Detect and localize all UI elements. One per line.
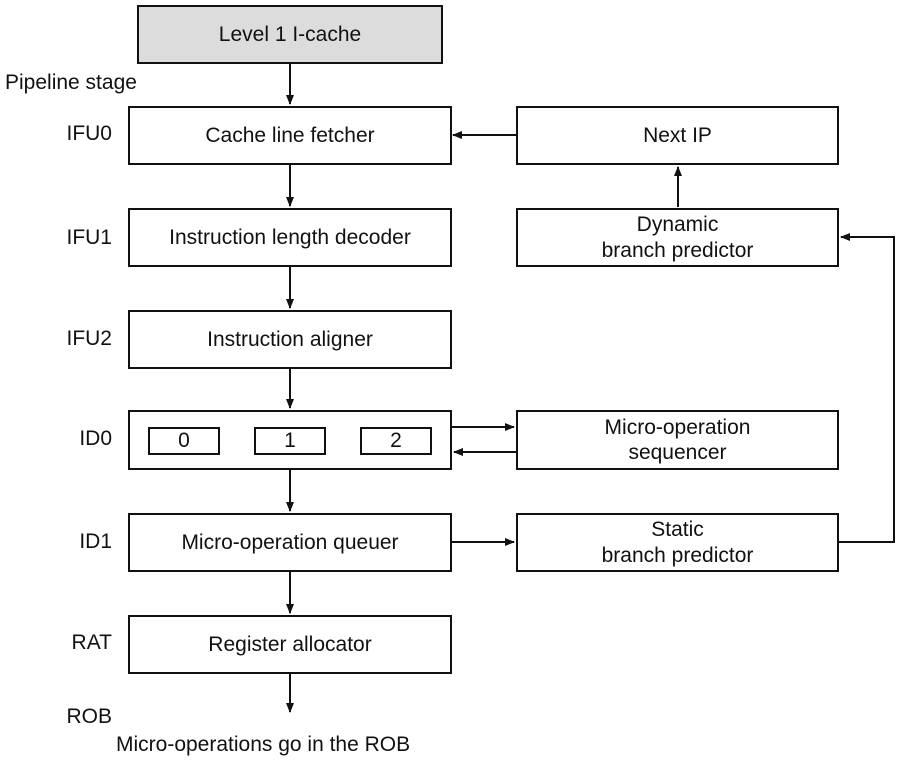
cache-line-fetcher-label: Cache line fetcher [205, 123, 375, 147]
pipeline-stage-heading: Pipeline stage [5, 71, 137, 94]
register-allocator-box: Register allocator [128, 615, 452, 674]
next-ip-box: Next IP [516, 106, 839, 165]
stage-label-ifu0: IFU0 [66, 122, 112, 145]
dynamic-branch-predictor-box: Dynamic branch predictor [516, 208, 839, 267]
instruction-length-decoder-label: Instruction length decoder [169, 225, 411, 249]
stage-label-id0: ID0 [79, 427, 112, 450]
static-branch-predictor-box: Static branch predictor [516, 513, 839, 572]
next-ip-label: Next IP [643, 123, 712, 147]
dynamic-branch-predictor-label: Dynamic branch predictor [601, 213, 754, 262]
register-allocator-label: Register allocator [208, 632, 372, 656]
stage-label-ifu2: IFU2 [66, 327, 112, 350]
micro-operation-sequencer-label: Micro-operation sequencer [604, 415, 751, 464]
arrow-static-to-dynamic [839, 233, 895, 543]
level1-icache-label: Level 1 I-cache [218, 22, 362, 46]
stage-label-rat: RAT [71, 631, 112, 654]
stage-label-rob: ROB [66, 705, 112, 728]
decoder-slot-0: 0 [148, 427, 220, 455]
decoders-box: 0 1 2 [128, 410, 452, 470]
stage-label-ifu1: IFU1 [66, 226, 112, 249]
cache-line-fetcher-box: Cache line fetcher [128, 106, 452, 165]
decoder-slot-2: 2 [360, 427, 432, 455]
micro-operation-queuer-box: Micro-operation queuer [128, 513, 452, 572]
footer-caption: Micro-operations go in the ROB [116, 733, 411, 756]
instruction-aligner-box: Instruction aligner [128, 310, 452, 369]
micro-operation-queuer-label: Micro-operation queuer [181, 530, 399, 554]
instruction-aligner-label: Instruction aligner [207, 327, 373, 351]
static-branch-predictor-label: Static branch predictor [601, 518, 754, 567]
stage-label-id1: ID1 [79, 530, 112, 553]
instruction-length-decoder-box: Instruction length decoder [128, 208, 452, 267]
level1-icache-box: Level 1 I-cache [137, 5, 443, 64]
micro-operation-sequencer-box: Micro-operation sequencer [516, 410, 839, 470]
decoder-slot-1: 1 [254, 427, 326, 455]
